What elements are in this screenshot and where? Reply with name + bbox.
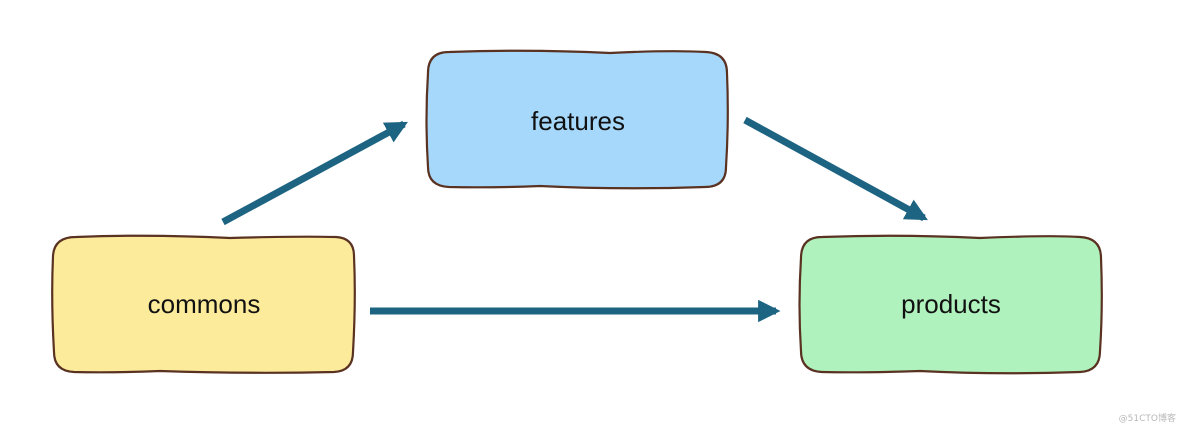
watermark: @51CTO博客: [1118, 414, 1176, 424]
node-commons-box: [51, 234, 356, 374]
edge-commons-features: [221, 120, 408, 226]
node-features-box: [425, 49, 729, 190]
node-products-box: [798, 234, 1103, 375]
node-products: products: [798, 234, 1103, 375]
node-features: features: [425, 49, 729, 190]
node-commons-label: commons: [148, 289, 261, 319]
edge-features-products: [743, 116, 928, 222]
node-products-label: products: [901, 289, 1001, 319]
node-features-label: features: [531, 106, 625, 136]
node-commons: commons: [51, 234, 356, 374]
